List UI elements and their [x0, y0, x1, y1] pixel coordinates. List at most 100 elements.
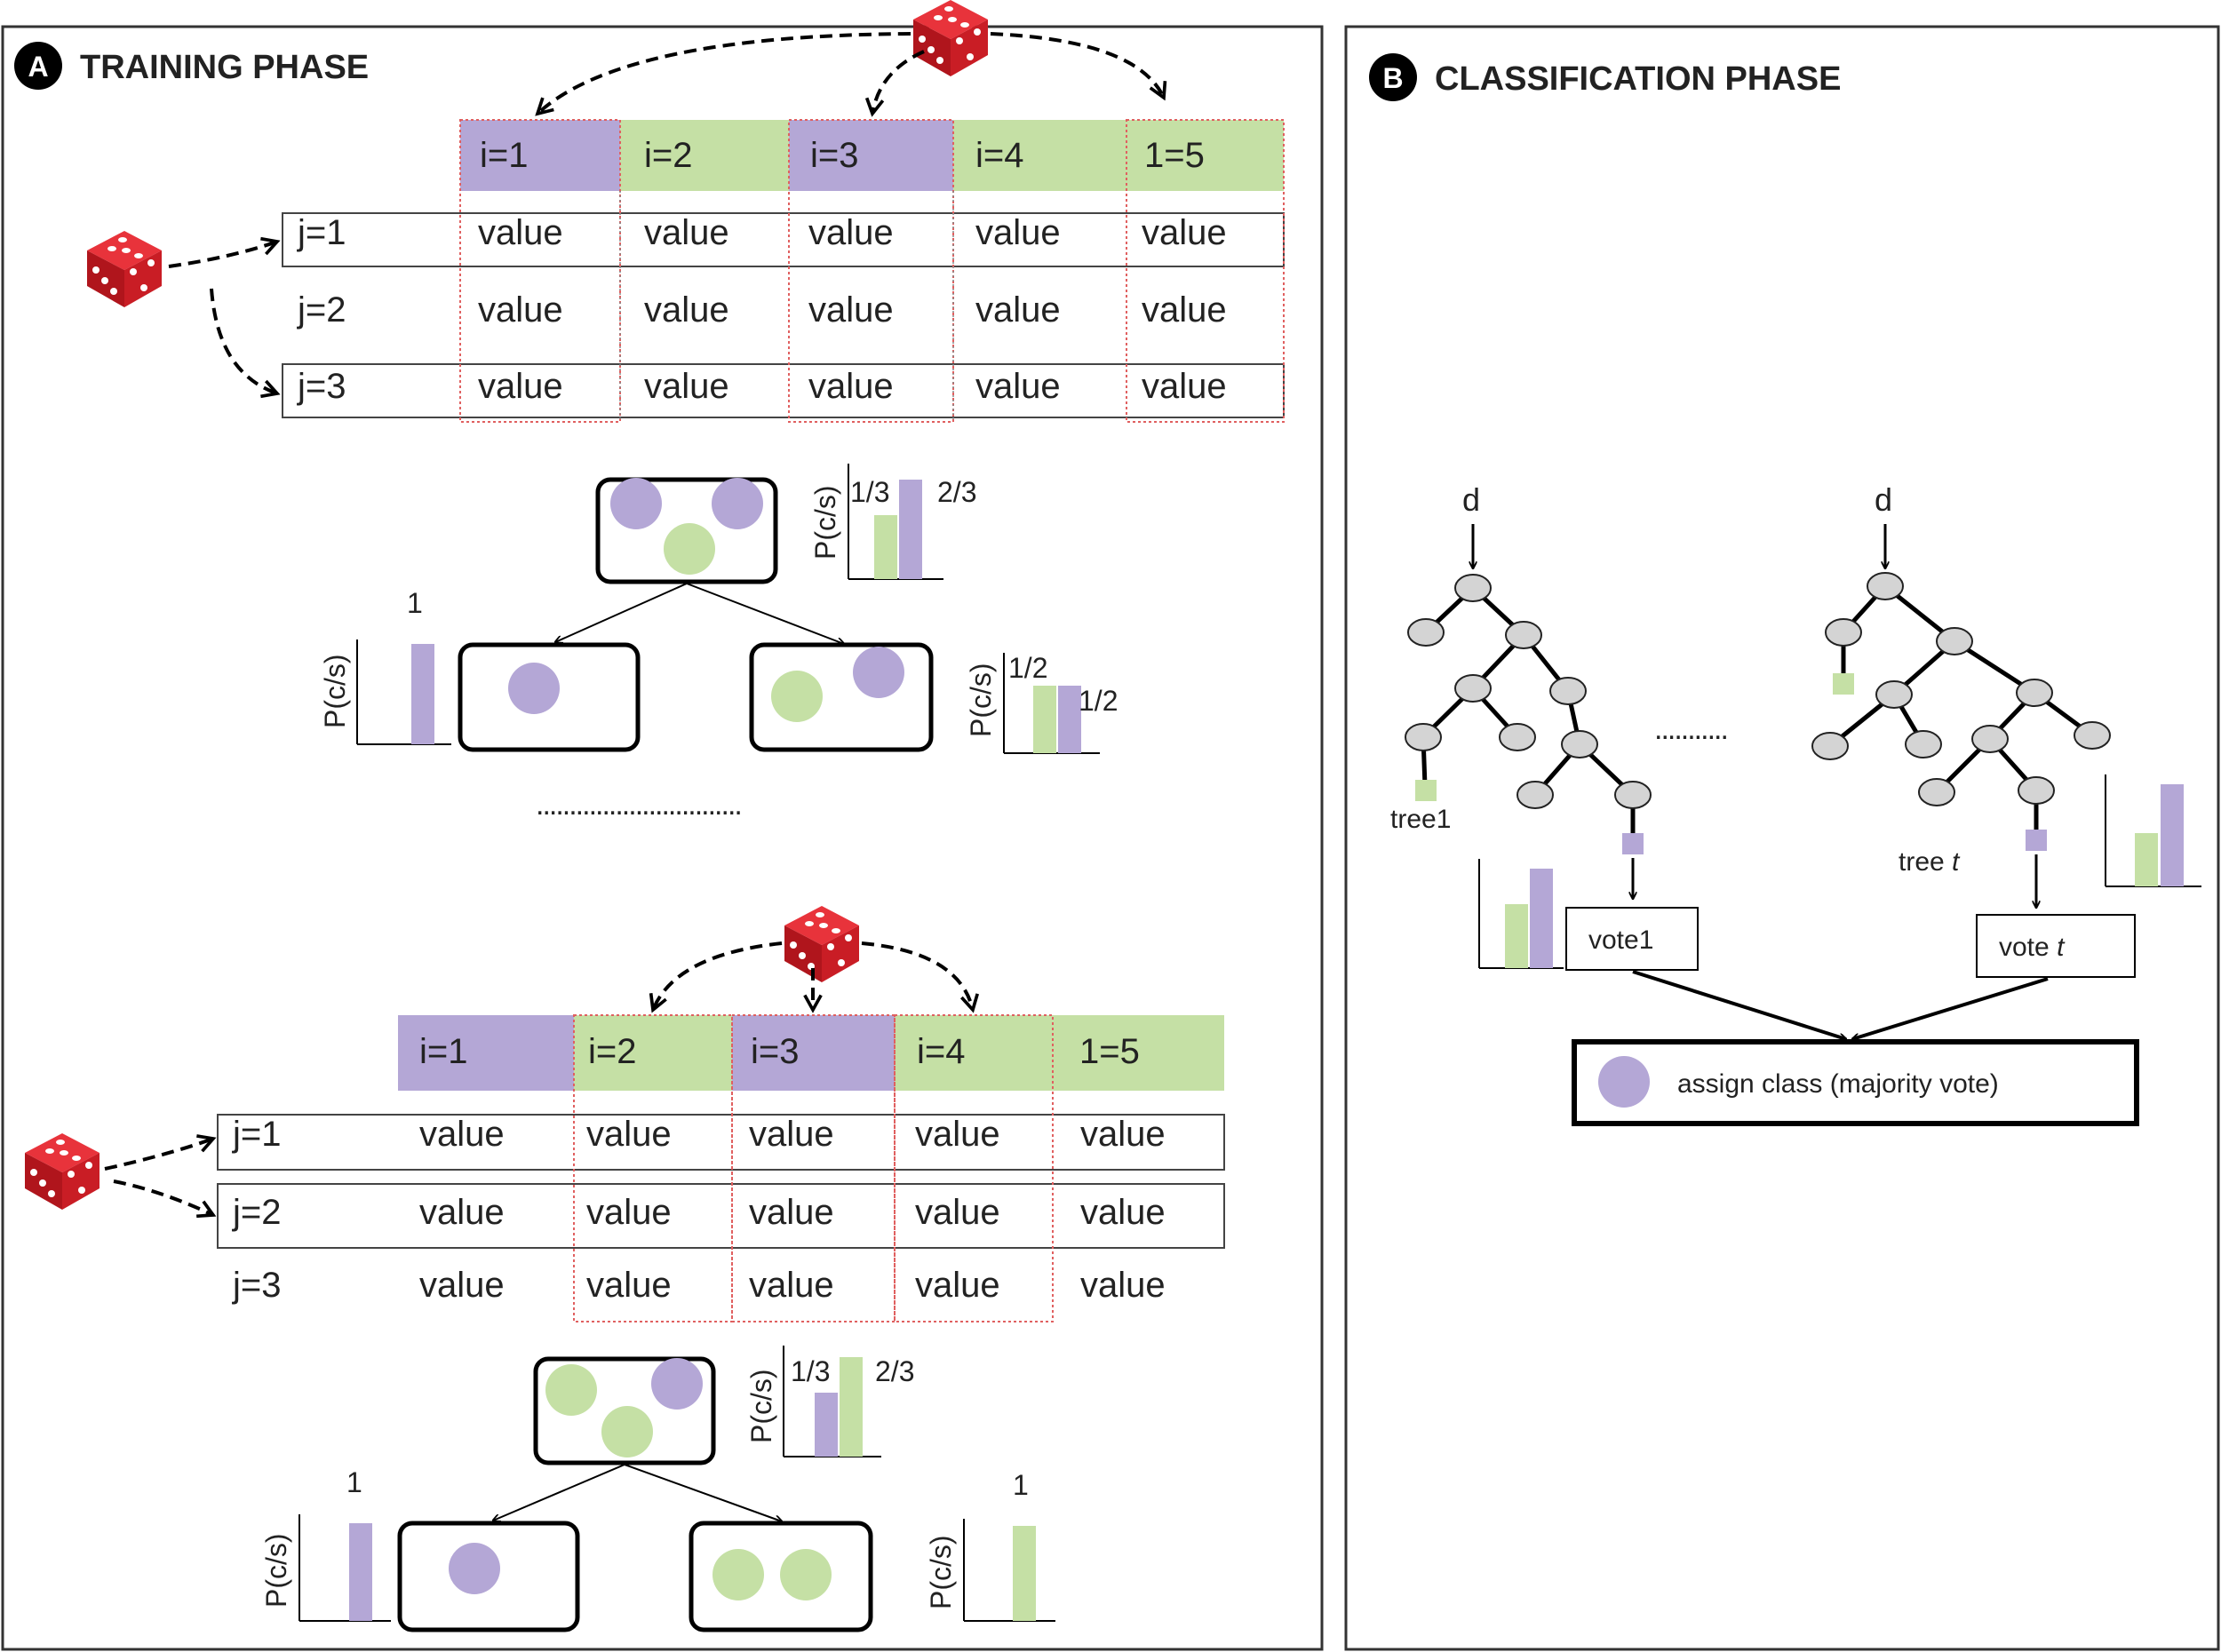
- class-dot-purple: [853, 647, 904, 698]
- sampling-arrow: [168, 242, 277, 268]
- histogram: 1/2 1/2 P(c/s): [965, 652, 1118, 754]
- tree-node: [2018, 776, 2055, 805]
- sampling-arrow: [113, 1179, 213, 1215]
- column-sampling-arrows-bottom: [653, 941, 973, 1010]
- axis-label: P(c/s): [809, 485, 841, 560]
- aggregate-arrow: [1852, 977, 2049, 1039]
- tree-node: [1825, 618, 1862, 647]
- sampling-arrow: [537, 32, 911, 114]
- class-dot-purple: [449, 1543, 500, 1594]
- tree-node: [1516, 781, 1554, 809]
- panel-a-title: TRAINING PHASE: [80, 49, 369, 86]
- axis-label: P(c/s): [965, 663, 997, 737]
- col-header-cell-2: [620, 120, 789, 191]
- col-header-label: i=2: [644, 136, 693, 175]
- table-cell: value: [1080, 1115, 1166, 1154]
- col-header-cell-1: [460, 120, 620, 191]
- fraction-label: 1/2: [1079, 685, 1118, 717]
- vote-histogram: [2105, 774, 2201, 887]
- dice-icon: [784, 906, 859, 982]
- table-cell: value: [749, 1266, 834, 1305]
- tree-edge: [555, 583, 688, 642]
- tree-edge: [686, 583, 844, 644]
- fraction-label: 1: [346, 1466, 362, 1498]
- row-sampling-arrows-bottom: [104, 1139, 213, 1215]
- table-cell: value: [644, 213, 729, 252]
- table-cell: value: [915, 1266, 1000, 1305]
- separator-dots: ...............................: [536, 788, 741, 822]
- table-cell: value: [808, 213, 894, 252]
- decision-tree-bottom: 1/3 2/3 P(c/s) 1 P(c/s) 1 P(c/s): [260, 1346, 1055, 1632]
- col-header-cell-3: [732, 1015, 895, 1091]
- col-header-cell-4: [953, 120, 1126, 191]
- tree-edge: [493, 1464, 625, 1521]
- tree-node: [1499, 723, 1536, 751]
- fraction-label: 1/2: [1008, 652, 1047, 684]
- tree-node: [1505, 621, 1542, 649]
- col-header-label: i=4: [975, 136, 1024, 175]
- histogram: 1 P(c/s): [319, 587, 451, 745]
- bar-green: [1033, 686, 1056, 753]
- panel-b-title: CLASSIFICATION PHASE: [1435, 60, 1841, 98]
- col-header-cell-5: [1126, 120, 1284, 191]
- separator-dots: ...........: [1654, 712, 1727, 746]
- vote-box: [1976, 914, 2136, 978]
- table-values: value value value value value value valu…: [478, 213, 1227, 406]
- table-cell: value: [749, 1115, 834, 1154]
- histogram: 1/3 2/3 P(c/s): [745, 1346, 914, 1457]
- row-label: j=3: [232, 1266, 282, 1305]
- tree-node: [1407, 618, 1445, 647]
- class-dot-green: [771, 671, 823, 722]
- row-box-j3: [282, 363, 1285, 418]
- table-cell: value: [749, 1193, 834, 1232]
- table-cell: value: [1142, 367, 1227, 406]
- table-values: value value value value value value valu…: [419, 1115, 1166, 1305]
- sampling-arrow: [872, 50, 925, 114]
- sampling-arrow: [653, 941, 783, 1010]
- input-label: d: [1462, 481, 1480, 518]
- col-header-label: i=3: [751, 1032, 800, 1071]
- class-dot-purple: [508, 663, 560, 714]
- table-cell: value: [478, 290, 563, 330]
- dice-icon: [87, 231, 162, 307]
- table-cell: value: [975, 290, 1061, 330]
- aggregate-arrow: [1632, 970, 1846, 1039]
- tree-node: [1867, 572, 1904, 600]
- axis-label: P(c/s): [925, 1535, 957, 1609]
- tree-node: [1875, 680, 1913, 709]
- row-label: j=2: [232, 1193, 282, 1232]
- tree-node: [1918, 778, 1955, 806]
- col-header-cell-3: [789, 120, 953, 191]
- leaf-purple: [2026, 830, 2047, 851]
- sampling-arrow: [990, 32, 1164, 98]
- col-header-label: i=1: [480, 136, 529, 175]
- tree-node: [1549, 677, 1587, 705]
- forest-tree-t: d: [1811, 481, 2201, 978]
- table-cell: value: [419, 1266, 505, 1305]
- bar-purple: [2161, 784, 2184, 886]
- class-dot-green: [601, 1406, 653, 1457]
- majority-vote-box: assign class (majority vote): [1572, 1039, 2139, 1126]
- fraction-label: 1/3: [850, 476, 889, 508]
- bar-green: [1505, 904, 1528, 968]
- tree-node: [1905, 730, 1942, 758]
- axis-label: P(c/s): [319, 654, 351, 728]
- bar-purple: [349, 1523, 372, 1621]
- fraction-label: 1: [1013, 1469, 1029, 1501]
- tree-label: tree1: [1390, 805, 1451, 834]
- data-table-bottom: i=1 i=2 i=3 i=4 1=5 j=1 j=2 j=3 value va…: [217, 1014, 1225, 1322]
- sampling-arrow: [104, 1139, 213, 1171]
- tree-node: [1811, 732, 1849, 760]
- col-header-label: 1=5: [1079, 1032, 1140, 1071]
- panel-b-badge: [1369, 53, 1417, 101]
- assign-class-label: assign class (majority vote): [1677, 1069, 1999, 1099]
- vote-label: vote t: [1999, 933, 2066, 962]
- data-table-top: i=1 i=2 i=3 i=4 1=5 j=1 j=2 j=3 value va…: [282, 119, 1285, 423]
- tree-node: [1614, 781, 1652, 809]
- col-header-cell-1: [398, 1015, 574, 1091]
- leaf-green: [1833, 673, 1854, 695]
- dice-icon: [25, 1133, 100, 1210]
- table-cell: value: [586, 1266, 672, 1305]
- col-header-label: i=4: [917, 1032, 966, 1071]
